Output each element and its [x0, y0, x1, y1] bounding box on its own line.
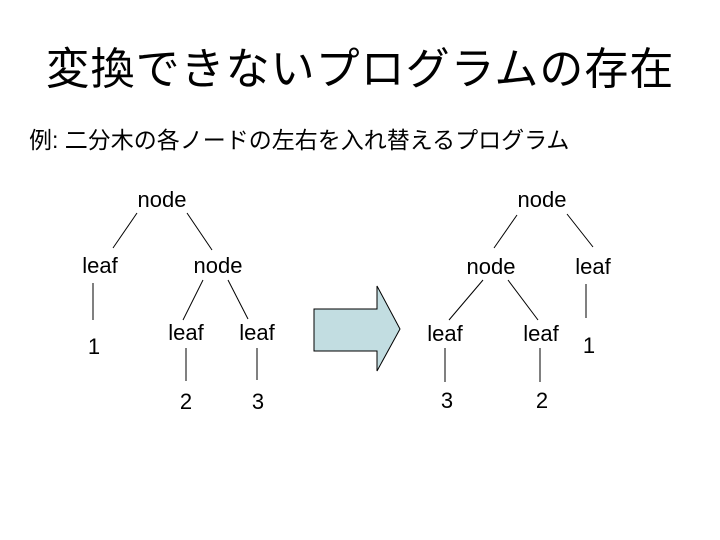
- right-tree-leaf-a: leaf: [575, 254, 611, 279]
- right-tree-edge: [507, 279, 539, 321]
- left-tree-leaf-c: leaf: [239, 320, 275, 345]
- left-tree-inner-node: node: [193, 253, 243, 278]
- left-tree-value-1: 1: [87, 334, 101, 359]
- left-tree-root-node: node: [137, 187, 187, 212]
- left-tree-edge: [182, 279, 204, 321]
- left-tree-edge: [112, 212, 138, 249]
- right-tree-leaf-b: leaf: [523, 321, 559, 346]
- right-tree-root-node: node: [517, 187, 567, 212]
- slide-title: 変換できないプログラムの存在: [45, 45, 675, 94]
- slide-subtitle: 例: 二分木の各ノードの左右を入れ替えるプログラム: [29, 127, 570, 153]
- right-tree-value-3: 3: [440, 388, 454, 413]
- right-tree-edge: [566, 213, 594, 248]
- right-tree-edge: [448, 279, 484, 321]
- left-tree-edge: [227, 279, 249, 320]
- right-tree-value-2: 2: [535, 388, 549, 413]
- left-tree-value-2: 2: [179, 389, 193, 414]
- right-tree-edge: [493, 214, 518, 249]
- left-tree-value-3: 3: [251, 389, 265, 414]
- left-tree-leaf-a: leaf: [82, 253, 118, 278]
- right-tree-inner-node: node: [466, 254, 516, 279]
- left-tree-edge: [186, 212, 213, 251]
- transform-arrow-icon: [313, 285, 401, 372]
- left-tree-leaf-b: leaf: [168, 320, 204, 345]
- right-tree-value-1: 1: [582, 333, 596, 358]
- right-tree-leaf-c: leaf: [427, 321, 463, 346]
